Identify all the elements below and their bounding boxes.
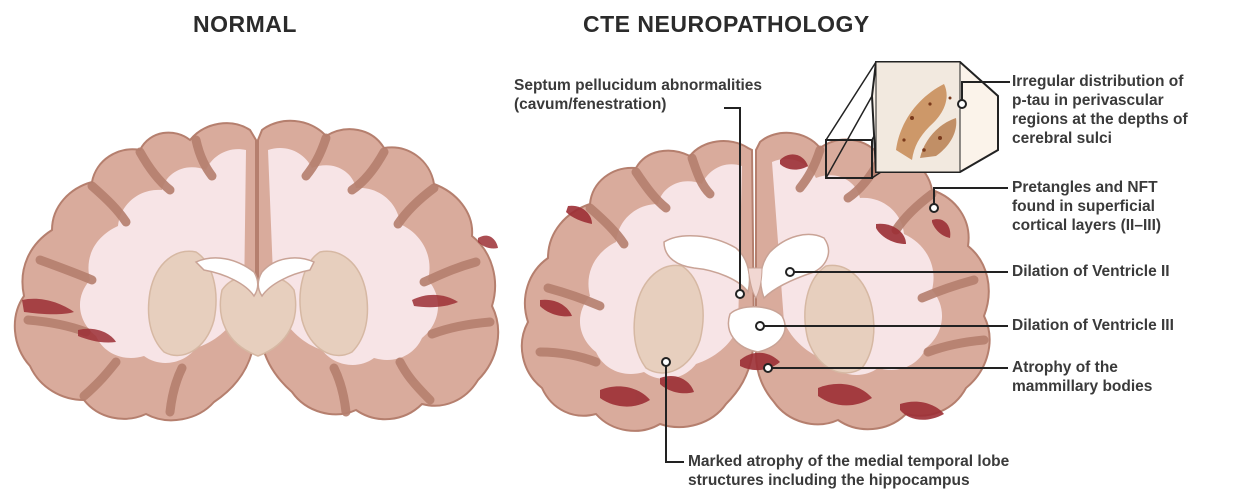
- label-ventricle-ii: Dilation of Ventricle II: [1012, 262, 1170, 281]
- label-temporal: Marked atrophy of the medial temporal lo…: [688, 452, 1009, 490]
- normal-brain: [15, 121, 498, 420]
- label-mammillary: Atrophy of the mammillary bodies: [1012, 358, 1152, 396]
- cte-brain: [522, 133, 990, 431]
- label-ventricle-iii: Dilation of Ventricle III: [1012, 316, 1174, 335]
- label-ptau: Irregular distribution of p-tau in periv…: [1012, 72, 1188, 148]
- label-pretangles: Pretangles and NFT found in superficial …: [1012, 178, 1161, 235]
- label-septum: Septum pellucidum abnormalities (cavum/f…: [514, 76, 762, 114]
